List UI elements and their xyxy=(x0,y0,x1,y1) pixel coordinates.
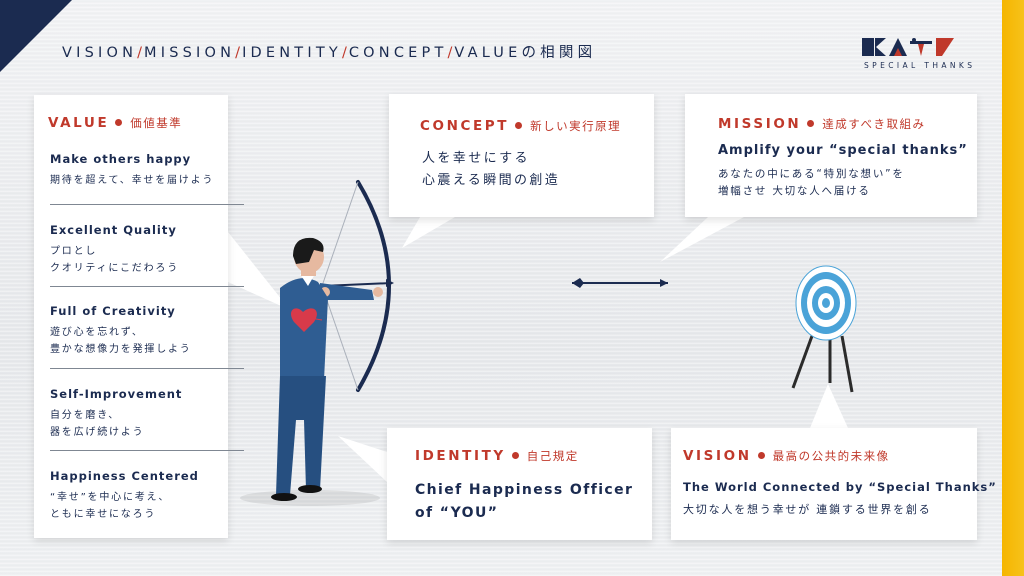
value-item: Self-Improvement 自分を磨き、 器を広げ続けよう xyxy=(50,387,228,441)
identity-speech-tail xyxy=(338,436,387,482)
arrow-icon xyxy=(572,278,668,288)
title-part-mission: MISSION xyxy=(144,45,236,61)
value-item: Happiness Centered “幸せ”を中心に考え、 ともに幸せになろう xyxy=(50,469,228,523)
title-part-identity: IDENTITY xyxy=(242,45,342,61)
target-icon xyxy=(791,265,857,393)
logo-mark xyxy=(862,38,954,56)
title-part-vision: VISION xyxy=(62,45,138,61)
title-separator: / xyxy=(447,45,455,61)
value-item-en: Full of Creativity xyxy=(50,304,176,318)
value-speech-tail xyxy=(228,232,290,310)
value-item-jp-line: 器を広げ続けよう xyxy=(50,427,145,438)
vision-jp: 大切な人を想う幸せが 連鎖する世界を創る xyxy=(683,503,932,516)
mission-heading: MISSION 達成すべき取組み xyxy=(718,116,926,132)
value-item-en: Self-Improvement xyxy=(50,387,183,401)
vision-card: VISION 最高の公共的未来像 The World Connected by “… xyxy=(671,428,996,540)
mission-en: Amplify your “special thanks” xyxy=(718,143,968,158)
corner-decoration xyxy=(0,0,72,72)
value-title: VALUE xyxy=(48,115,110,131)
bullet-dot xyxy=(115,118,123,126)
vision-title: VISION xyxy=(683,448,752,464)
value-item-jp: “幸せ”を中心に考え、 ともに幸せになろう xyxy=(50,489,228,523)
identity-en-line: Chief Happiness Officer xyxy=(415,482,634,498)
value-card: VALUE 価値基準 Make others happy 期待を超えて、幸せを届け… xyxy=(34,95,244,538)
page-title: VISION/MISSION/IDENTITY/CONCEPT/VALUEの相関… xyxy=(62,41,596,62)
value-item: Excellent Quality プロとし クオリティにこだわろう xyxy=(50,223,228,277)
value-item-jp-line: プロとし xyxy=(50,246,98,257)
value-heading: VALUE 価値基準 xyxy=(48,115,182,131)
mission-jp-line: 増幅させ 大切な人へ届ける xyxy=(718,185,871,197)
vision-subtitle: 最高の公共的未来像 xyxy=(772,449,890,463)
value-item-jp-line: 自分を磨き、 xyxy=(50,410,121,421)
identity-card: IDENTITY 自己規定 Chief Happiness Officer of … xyxy=(387,428,652,540)
bullet-dot xyxy=(757,451,765,459)
vision-speech-tail xyxy=(810,384,848,428)
concept-line: 人を幸せにする xyxy=(422,151,530,166)
value-item-jp-line: 遊び心を忘れず、 xyxy=(50,327,144,338)
title-separator: / xyxy=(137,45,145,61)
value-item-jp-line: クオリティにこだわろう xyxy=(50,263,179,274)
concept-title: CONCEPT xyxy=(420,118,510,134)
identity-subtitle: 自己規定 xyxy=(526,449,579,463)
value-item: Full of Creativity 遊び心を忘れず、 豊かな想像力を発揮しよう xyxy=(50,304,228,358)
value-item-jp-line: “幸せ”を中心に考え、 xyxy=(50,492,171,503)
identity-en: Chief Happiness Officer of “YOU” xyxy=(415,479,633,525)
mission-jp-line: あなたの中にある“特別な想い”を xyxy=(718,168,905,180)
mission-subtitle: 達成すべき取組み xyxy=(822,117,926,131)
value-item-en: Make others happy xyxy=(50,152,192,166)
mission-title: MISSION xyxy=(718,116,802,132)
title-suffix: の相関図 xyxy=(521,45,597,61)
concept-heading: CONCEPT 新しい実行原理 xyxy=(420,118,621,134)
divider xyxy=(50,204,244,205)
divider xyxy=(50,286,244,287)
value-subtitle: 価値基準 xyxy=(130,116,183,130)
divider xyxy=(50,368,244,369)
value-item-jp: 期待を超えて、幸せを届けよう xyxy=(50,175,215,186)
mission-speech-tail xyxy=(660,217,744,262)
value-item-jp: 自分を磨き、 器を広げ続けよう xyxy=(50,407,228,441)
concept-text: 人を幸せにする 心震える瞬間の創造 xyxy=(422,148,560,192)
bullet-dot xyxy=(515,121,523,129)
identity-heading: IDENTITY 自己規定 xyxy=(415,448,579,464)
concept-card: CONCEPT 新しい実行原理 人を幸せにする 心震える瞬間の創造 xyxy=(389,94,654,217)
bullet-dot xyxy=(511,451,519,459)
logo-subtitle: SPECIAL THANKS xyxy=(864,61,976,70)
vision-heading: VISION 最高の公共的未来像 xyxy=(683,448,890,464)
vision-en: The World Connected by “Special Thanks” xyxy=(683,480,997,494)
side-accent-bar xyxy=(1002,0,1024,576)
value-item-jp: 遊び心を忘れず、 豊かな想像力を発揮しよう xyxy=(50,324,228,358)
floor-shadow xyxy=(240,490,380,506)
title-separator: / xyxy=(235,45,243,61)
title-part-value: VALUE xyxy=(454,45,522,61)
value-item-jp-line: 豊かな想像力を発揮しよう xyxy=(50,344,192,355)
mission-card: MISSION 達成すべき取組み Amplify your “special th… xyxy=(685,94,977,217)
value-item-en: Excellent Quality xyxy=(50,223,177,237)
value-item-jp-line: ともに幸せになろう xyxy=(50,509,157,520)
archer-figure xyxy=(271,180,394,501)
value-item: Make others happy 期待を超えて、幸せを届けよう xyxy=(50,152,228,189)
concept-speech-tail xyxy=(402,217,455,248)
identity-title: IDENTITY xyxy=(415,448,506,464)
value-item-en: Happiness Centered xyxy=(50,469,199,483)
concept-subtitle: 新しい実行原理 xyxy=(530,119,622,133)
value-item-jp: プロとし クオリティにこだわろう xyxy=(50,243,228,277)
concept-line: 心震える瞬間の創造 xyxy=(422,173,561,188)
mission-jp: あなたの中にある“特別な想い”を 増幅させ 大切な人へ届ける xyxy=(718,166,905,200)
identity-en-line: of “YOU” xyxy=(415,505,499,521)
heart-icon xyxy=(291,308,317,332)
title-part-concept: CONCEPT xyxy=(348,45,448,61)
title-separator: / xyxy=(341,45,349,61)
divider xyxy=(50,450,244,451)
bullet-dot xyxy=(807,119,815,127)
